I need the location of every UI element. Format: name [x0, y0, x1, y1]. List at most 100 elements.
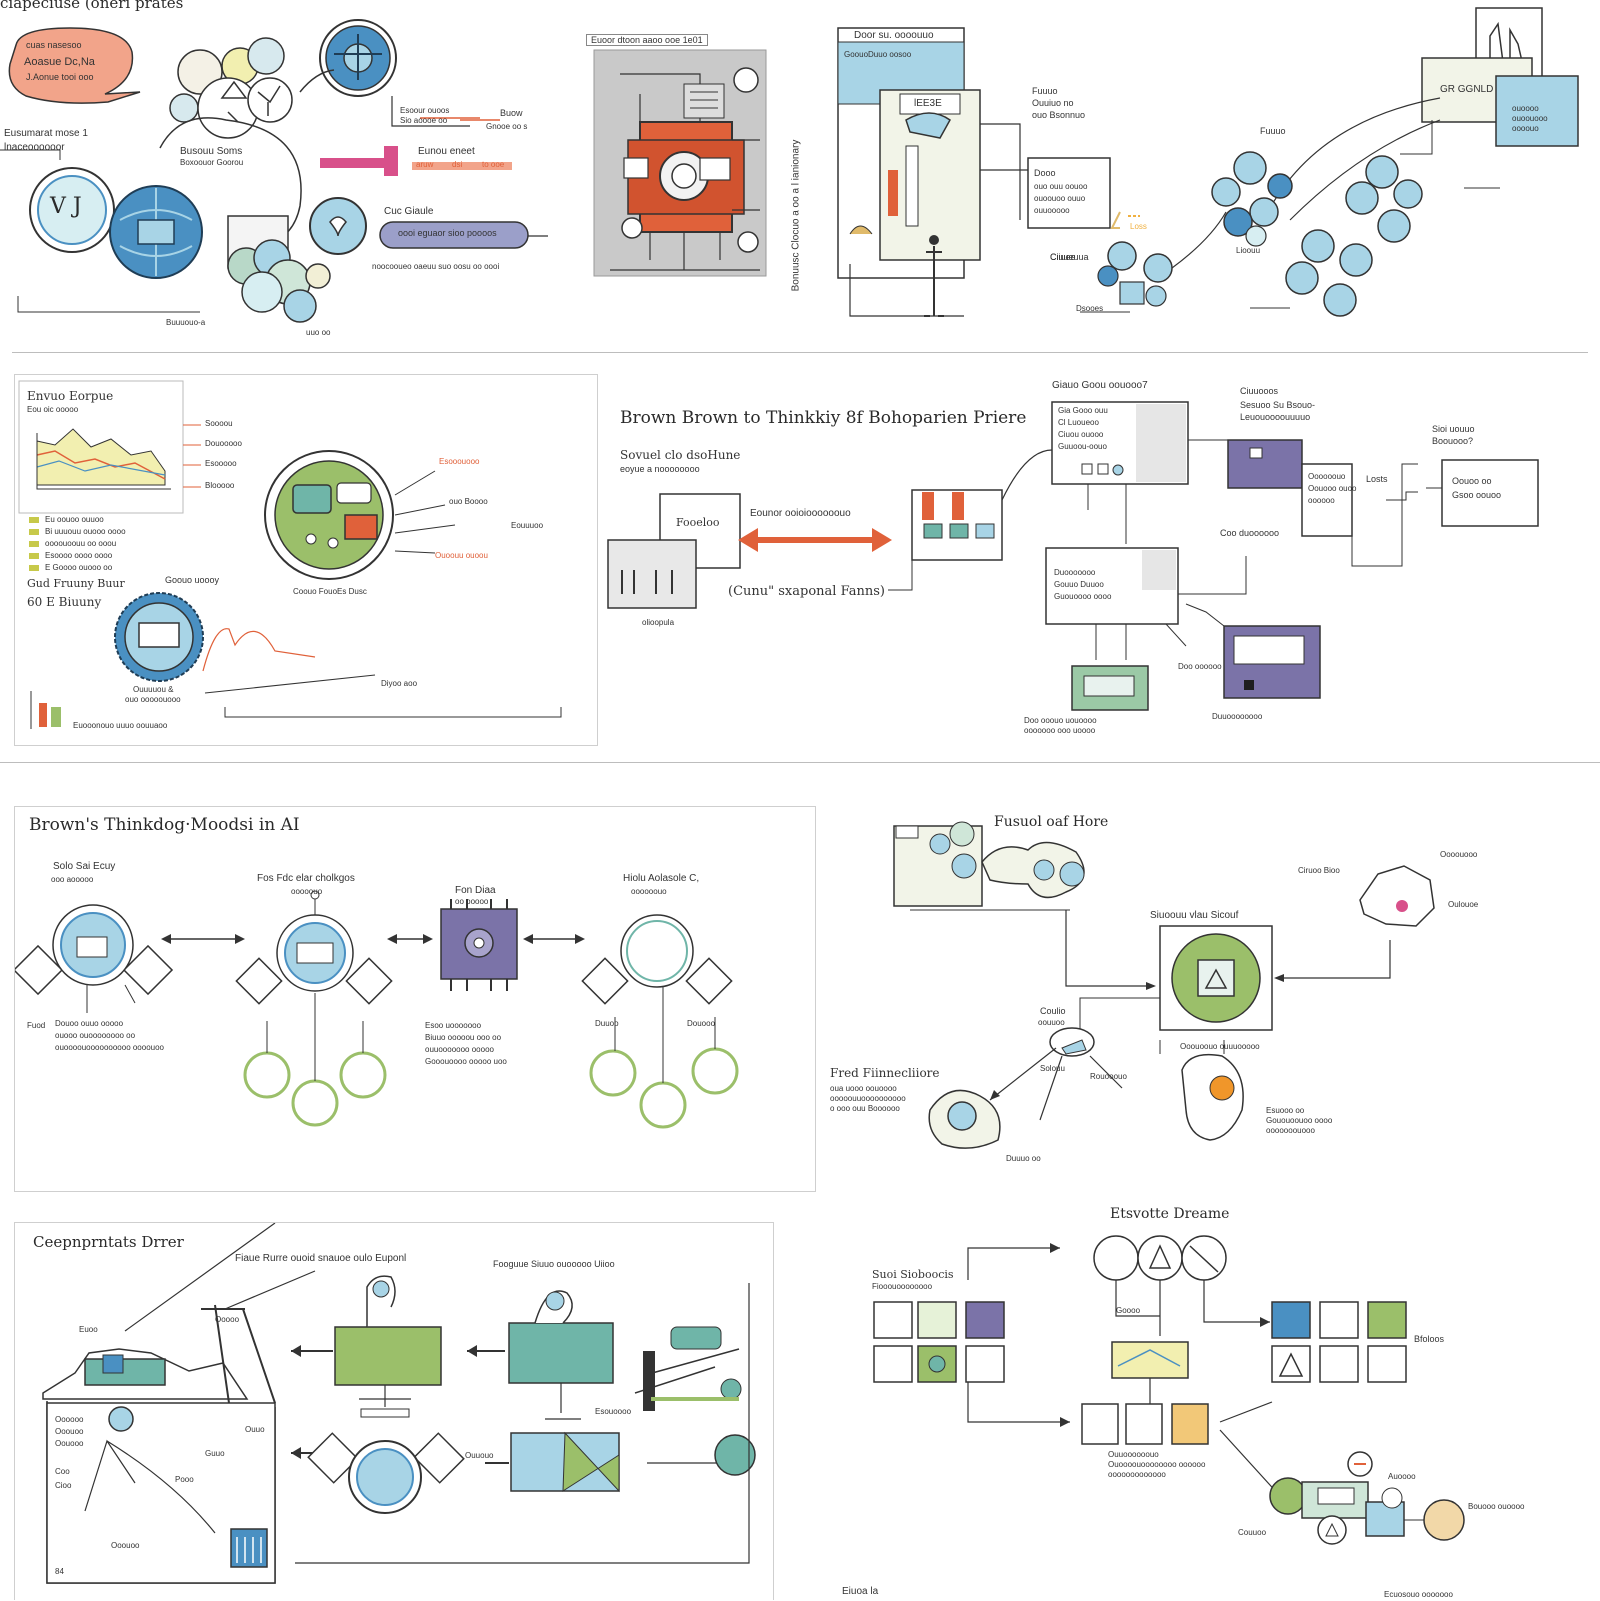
panel-5-graphic	[18, 380, 562, 729]
node-4	[581, 914, 739, 1129]
left-sub: Fiooouoooooooo	[872, 1282, 933, 1291]
chart-label-4: Blooooo	[205, 481, 235, 490]
note-2: Gououoouoo oooo	[1266, 1116, 1333, 1125]
bottom-label: Ooouoo	[111, 1541, 140, 1550]
chart-label-3: Esooooo	[205, 459, 237, 468]
purple-label: Ciuuooos	[1240, 386, 1279, 396]
top-box-line-3: Ciuou ouooo	[1058, 430, 1104, 439]
subtitle-3: 60 E Biuuny	[27, 595, 102, 609]
speech-bubble	[8, 27, 141, 104]
right-label-2: Leuouoooouuuuo	[1240, 412, 1311, 422]
panel-4-sub-3: oooouo	[1512, 124, 1539, 133]
far-right-1: Sioi uouuo	[1432, 424, 1475, 434]
panel-2-header: Euoor dtoon aaoo ooe 1e01	[586, 34, 708, 46]
pink-label: Eunou eneet	[418, 146, 475, 157]
cluster-circle	[169, 93, 199, 123]
right-label-4: Gnooe oo s	[486, 122, 528, 131]
chart-label-1: Soooou	[205, 419, 233, 428]
top-box-line-1: Gia Gooo ouu	[1058, 406, 1108, 415]
legend-1: Eu oouoo ouuoo	[45, 515, 104, 524]
pane-label-2: Duuoooooooo	[1212, 712, 1263, 721]
mid-box-line-3: Guouoooo oooo	[1054, 592, 1112, 601]
label-3: Ouuouo	[465, 1451, 494, 1460]
legend-4: Esoooo oooo oooo	[45, 551, 113, 560]
bubble-line-1: cuas nasesoo	[26, 40, 82, 50]
panel-10-title: Etsvotte Dreame	[1110, 1206, 1230, 1222]
left-sublabel: lnaceoooooor	[4, 142, 65, 153]
cluster-circle	[247, 77, 293, 123]
top-box-line-2: Cl Luoueoo	[1058, 418, 1099, 427]
panel-8-title: Fusuol oaf Hore	[994, 814, 1109, 830]
box2-line-2: Oouooo ouoo	[1308, 484, 1357, 493]
panel-3-box-4: ouuooooo	[1034, 206, 1070, 215]
subtitle-4: Goouo uoooy	[165, 575, 220, 585]
legend-2: Bi uuuouu ouooo oooo	[45, 527, 126, 536]
panel-3-right-2: Ouuiuo no	[1032, 98, 1074, 108]
box-label: Fooeloo	[676, 516, 720, 529]
pink-pencil	[320, 158, 384, 168]
panel-5: Envuo Eorpue Eou oic ooooo Soooou Douooo…	[14, 374, 598, 746]
machine-icon	[593, 49, 767, 277]
chart-label-2: Douooooo	[205, 439, 242, 448]
note-2-2: Biuuo ooooou ooo oo	[425, 1033, 502, 1042]
note-1-3: ouooo ouoooooooo oo	[55, 1031, 136, 1040]
panel-3-graphic	[837, 27, 1140, 317]
right-label-4: Rouooouo	[1090, 1072, 1127, 1081]
left-label-2: Ooooo	[215, 1315, 240, 1324]
panel-9-subtitle: Fiaue Rurre ouoid snauoe oulo Euponl	[235, 1253, 407, 1264]
label-4: Esouoooo	[595, 1407, 632, 1416]
left-label: Suoi Sioboocis	[872, 1268, 954, 1281]
bottom-box-4: Coo	[55, 1467, 70, 1476]
box2-line-1: Oooooouo	[1308, 472, 1346, 481]
panel-9-title: Ceepnprntats Drrer	[33, 1233, 184, 1251]
bottom-label-1: Ouuoooooouo	[1108, 1450, 1159, 1459]
tag-label-2: dsi	[452, 160, 463, 169]
bottom-box-2: Ooouoo	[55, 1427, 84, 1436]
bottom-label: Euooonouo uuuo oouuaoo	[73, 721, 168, 730]
bar-subtext: noocooueo oaeuu suo oosu oo oooi	[372, 262, 500, 271]
far-right-3: Oouoo oo	[1452, 476, 1492, 486]
bottom-right-2: Bouooo ouoooo	[1468, 1502, 1525, 1511]
tag-label-1: aruw	[416, 160, 434, 169]
note-1-1: Fuod	[27, 1021, 46, 1030]
far-right-4: Gsoo oouoo	[1452, 490, 1502, 500]
bottom-label-3: ooooooooooooo	[1108, 1470, 1166, 1479]
panel-3: Door su. oooouuo GoouoDuuo oosoo lEE3E B…	[790, 20, 1147, 330]
panel-1-header: ciapeciuse (oneri prates	[0, 0, 184, 12]
right-label-1: Esooouooo	[439, 457, 480, 466]
cue-label: Cuc Giaule	[384, 206, 434, 217]
right-label-1: Sesuoo Su Bsouo-	[1240, 400, 1316, 410]
area-chart	[36, 428, 171, 490]
globe-icon	[109, 185, 203, 279]
section-divider	[12, 352, 1588, 353]
caption: (Cunu" sxaponal Fanns)	[728, 584, 885, 599]
legend-swatches	[29, 517, 39, 571]
label-2: Guuo	[205, 1449, 225, 1458]
green-target	[264, 450, 394, 580]
bottom-label-2: Duuuo oo	[1006, 1154, 1041, 1163]
top-box-title: Giauo Goou oouooo7	[1052, 380, 1148, 391]
panel-9-subtitle2: Fooguue Siuuo ouooooo Uiioo	[493, 1259, 615, 1269]
note-3: ooooooouooo	[1266, 1126, 1315, 1135]
panel-8: Fusuol oaf Hore Siuoouu vlau Sicouf	[830, 810, 1590, 1196]
mid-box-line-1: Duooooooo	[1054, 568, 1096, 577]
cluster-label: uuo oo	[306, 328, 331, 337]
panel-6-title: Brown Brown to Thinkkiy 8f Bohoparien Pr…	[620, 408, 1027, 428]
panel-4-sub-1: ouoooo	[1512, 104, 1539, 113]
right-label-2: Sio aoooe oo	[400, 116, 448, 125]
right-label-1: Esoour ouoos	[400, 106, 450, 115]
panel-3-sub: GoouoDuuo oosoo	[844, 50, 912, 59]
panel-4-sub-2: ouoouooo	[1512, 114, 1548, 123]
note-2-3: ouuooooooo ooooo	[425, 1045, 494, 1054]
left-sub-3: o ooo ouu Boooooo	[830, 1104, 900, 1113]
axis-label: Diyoo aoo	[381, 679, 418, 688]
mid-label: Goooo	[1116, 1306, 1141, 1315]
panel-7-graphic	[15, 890, 739, 1129]
panel-10-graphic	[873, 1235, 1465, 1545]
bubble-line-3: J.Aonue tooi ooo	[26, 72, 94, 82]
panel-3-sign: lEE3E	[914, 98, 942, 109]
panel-3-right-3: ouo Bsonnuo	[1032, 110, 1086, 120]
right-label-3: Oulouoe	[1448, 900, 1479, 909]
bottom-label: olioopula	[642, 618, 675, 627]
legend-5: E Goooo ouooo oo	[45, 563, 113, 572]
